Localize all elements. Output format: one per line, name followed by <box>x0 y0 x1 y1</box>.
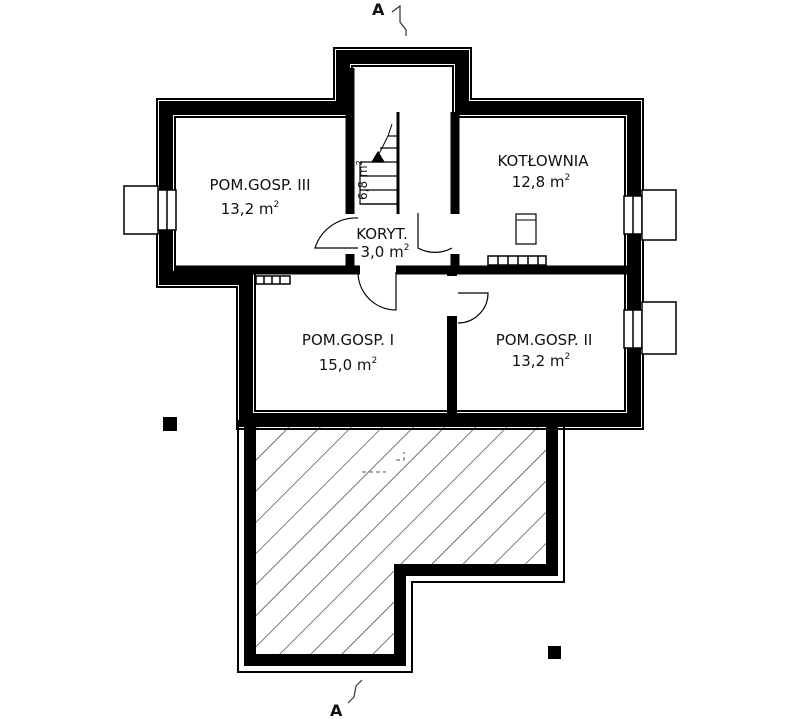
stair-area-label: 6,8 m2 <box>355 160 370 200</box>
boiler-symbol <box>515 213 537 245</box>
windows <box>123 185 677 355</box>
section-label-top: A <box>372 0 385 19</box>
room-label-kotlownia: KOTŁOWNIA 12,8 m2 <box>498 152 590 191</box>
room-name: POM.GOSP. I <box>302 331 394 349</box>
building-walls <box>156 47 644 430</box>
section-marker-top: A <box>372 0 407 36</box>
room-label-pom-gosp-iii: POM.GOSP. III 13,2 m2 <box>209 176 310 218</box>
section-marker-bottom: A <box>330 679 363 719</box>
room-label-pom-gosp-ii: POM.GOSP. II 13,2 m2 <box>496 331 593 370</box>
room-area: 13,2 m2 <box>512 352 571 370</box>
doors <box>314 213 489 324</box>
room-area: 13,2 m2 <box>221 200 280 218</box>
room-label-koryt: KORYT. 3,0 m2 <box>356 225 409 261</box>
room-name: POM.GOSP. II <box>496 331 593 349</box>
room-label-pom-gosp-i: POM.GOSP. I 15,0 m2 <box>302 331 394 374</box>
room-area: 12,8 m2 <box>512 173 571 191</box>
door-openings <box>344 214 461 316</box>
room-name: POM.GOSP. III <box>209 176 310 194</box>
hatched-area <box>237 414 565 673</box>
room-name: KORYT. <box>356 225 408 243</box>
room-area: 15,0 m2 <box>319 356 378 374</box>
room-name: KOTŁOWNIA <box>498 152 590 170</box>
survey-marker-right <box>548 646 561 659</box>
room-area: 3,0 m2 <box>361 243 410 261</box>
staircase <box>359 112 400 214</box>
vent-grilles <box>255 255 547 285</box>
survey-marker-left <box>163 417 177 431</box>
section-label-bottom: A <box>330 701 343 719</box>
stair-area: 6,8 m2 <box>355 160 370 200</box>
